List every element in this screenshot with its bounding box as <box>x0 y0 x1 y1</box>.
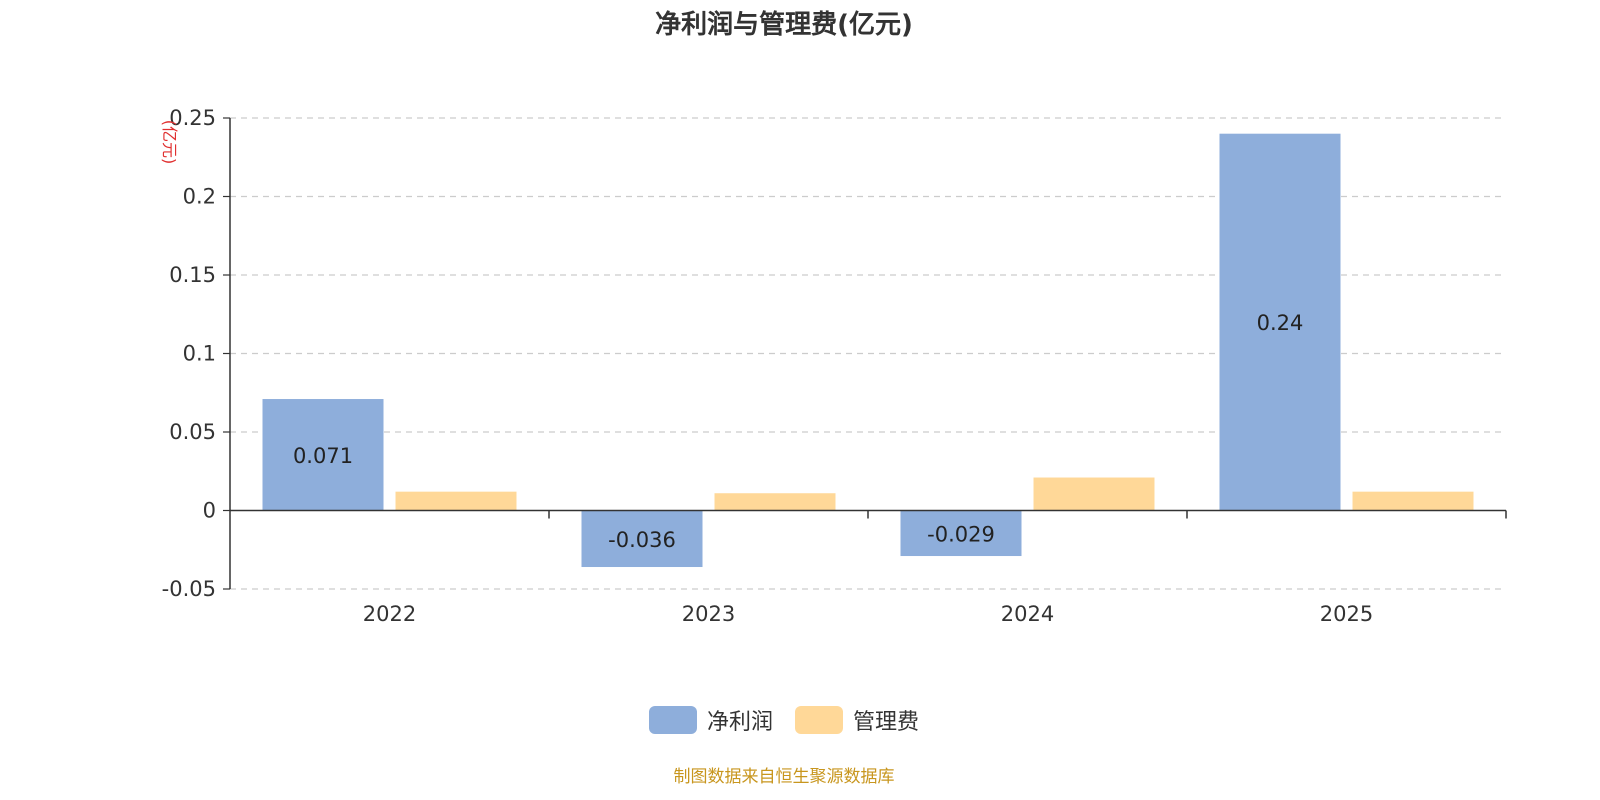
y-tick-label: 0.25 <box>169 106 216 130</box>
legend-swatch-net-profit <box>648 706 697 734</box>
x-tick-label: 2022 <box>363 602 416 626</box>
data-label: 0.24 <box>1257 311 1304 335</box>
source-note: 制图数据来自恒生聚源数据库 <box>673 767 895 787</box>
x-tick-label: 2024 <box>1001 602 1054 626</box>
legend-swatch-admin-expense <box>795 706 843 734</box>
x-tick-label: 2025 <box>1320 602 1373 626</box>
y-tick-label: 0.15 <box>169 263 216 287</box>
bar-net-profit-2024 <box>900 510 1022 557</box>
bar-admin-expense-2024 <box>1033 477 1155 511</box>
y-tick-label: 0.2 <box>183 185 216 209</box>
bar-admin-expense-2022 <box>395 491 517 511</box>
y-tick-label: -0.05 <box>162 577 216 601</box>
legend-label-net-profit: 净利润 <box>706 710 773 735</box>
data-label: -0.029 <box>927 522 995 546</box>
data-label: 0.071 <box>293 444 353 468</box>
bar-admin-expense-2025 <box>1352 491 1474 511</box>
y-tick-label: 0 <box>203 499 216 523</box>
y-tick-label: 0.1 <box>183 342 216 366</box>
chart-title: 净利润与管理费(亿元) <box>655 10 913 40</box>
y-axis-label: (亿元) <box>160 120 179 165</box>
bar-net-profit-2023 <box>581 510 703 568</box>
legend: 净利润 管理费 <box>0 704 1568 736</box>
legend-label-admin-expense: 管理费 <box>853 710 920 735</box>
bar-net-profit-2025 <box>1219 133 1341 511</box>
x-tick-label: 2023 <box>682 602 735 626</box>
bar-chart: -0.05 0 0.05 0.1 0.15 0.2 0.25(亿元) 0.071 2022 -0.… <box>160 106 1507 626</box>
bar-admin-expense-2023 <box>714 493 836 511</box>
data-label: -0.036 <box>608 528 676 552</box>
legend-item-net-profit[interactable]: 净利润 <box>648 704 773 736</box>
bar-net-profit-2022 <box>262 399 384 511</box>
legend-item-admin-expense[interactable]: 管理费 <box>795 704 919 736</box>
y-tick-label: 0.05 <box>169 420 216 444</box>
